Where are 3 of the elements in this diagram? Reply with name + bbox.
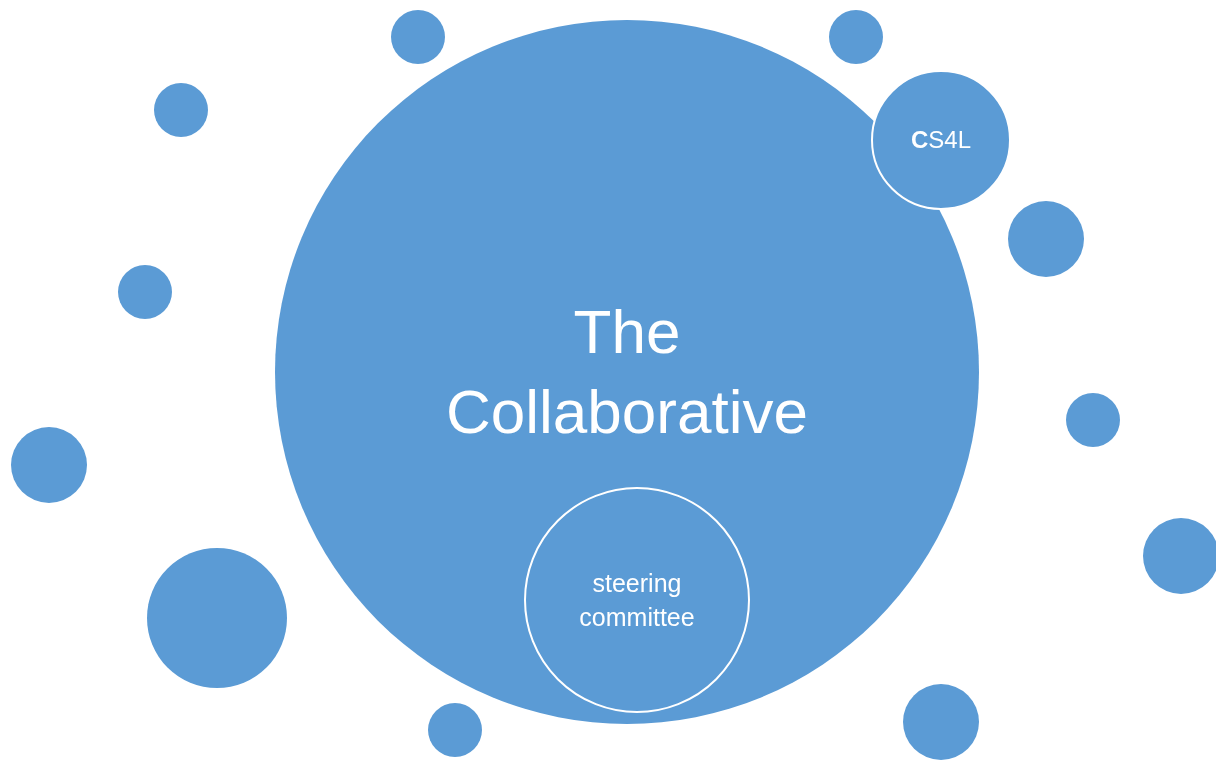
node-label: The Collaborative <box>445 296 809 448</box>
node-label: steering committee <box>578 568 696 633</box>
node-label: CS4L <box>910 125 971 155</box>
